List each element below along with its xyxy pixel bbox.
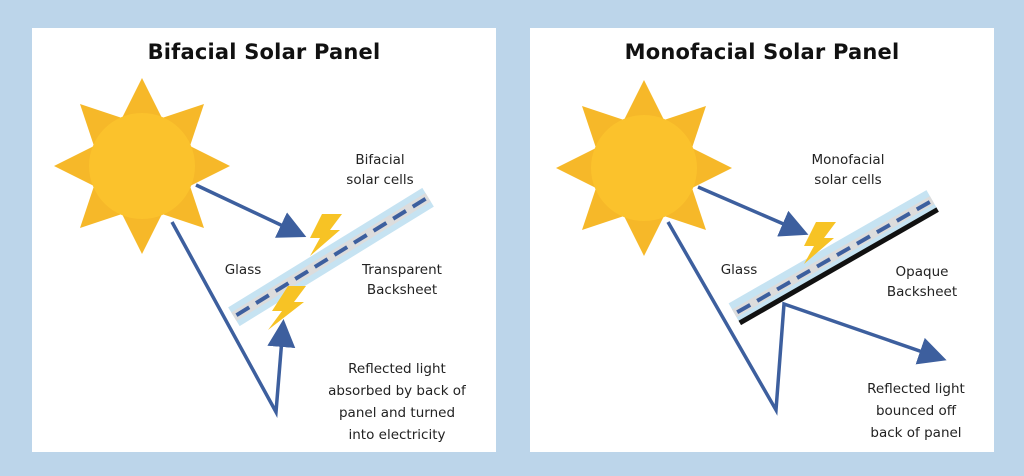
monofacial-cells-label: Monofacial solar cells — [788, 150, 908, 190]
bifacial-panel: Bifacial Solar Panel Bifacial solar cell… — [32, 28, 496, 452]
monofacial-panel-strip — [728, 190, 939, 326]
glass-label: Glass — [720, 262, 758, 278]
monofacial-diagram — [556, 80, 947, 416]
reflected-light-arrow — [170, 221, 296, 418]
lightning-front-icon — [310, 214, 342, 256]
label-line: Backsheet — [366, 282, 438, 298]
label-line: solar cells — [814, 172, 882, 188]
reflected-note: Reflected light absorbed by back of pane… — [312, 358, 482, 446]
bifacial-cells-label: Bifacial solar cells — [320, 150, 440, 190]
backsheet-label: Transparent Backsheet — [342, 260, 462, 300]
label-line: Backsheet — [886, 284, 958, 300]
label-line: Monofacial — [811, 152, 885, 168]
backsheet-label: Opaque Backsheet — [882, 262, 962, 302]
bifacial-panel-strip — [228, 187, 434, 327]
note-line: back of panel — [870, 425, 962, 441]
bifacial-title: Bifacial Solar Panel — [147, 40, 381, 64]
note-line: Reflected light — [348, 361, 446, 377]
opaque-backsheet — [738, 207, 939, 326]
note-line: into electricity — [348, 427, 446, 443]
label-line: Opaque — [895, 264, 949, 280]
lightning-front-icon — [804, 222, 836, 264]
sun-icon — [556, 80, 732, 256]
direct-light-arrow — [697, 185, 809, 237]
reflected-note: Reflected light bounced off back of pane… — [846, 378, 986, 444]
monofacial-panel: Monofacial Solar Panel Monofacial solar … — [530, 28, 994, 452]
direct-light-arrow — [195, 183, 307, 238]
bifacial-diagram — [54, 78, 434, 418]
label-line: solar cells — [346, 172, 414, 188]
label-line: Transparent — [362, 262, 442, 278]
label-line: Bifacial — [355, 152, 405, 168]
monofacial-title: Monofacial Solar Panel — [624, 40, 900, 64]
sun-icon — [54, 78, 230, 254]
glass-label: Glass — [224, 262, 262, 278]
note-line: Reflected light — [867, 381, 965, 397]
note-line: absorbed by back of — [328, 383, 466, 399]
lightning-back-icon — [268, 286, 306, 330]
note-line: bounced off — [875, 403, 957, 419]
note-line: panel and turned — [338, 405, 456, 421]
reflected-light-arrow — [666, 221, 947, 416]
